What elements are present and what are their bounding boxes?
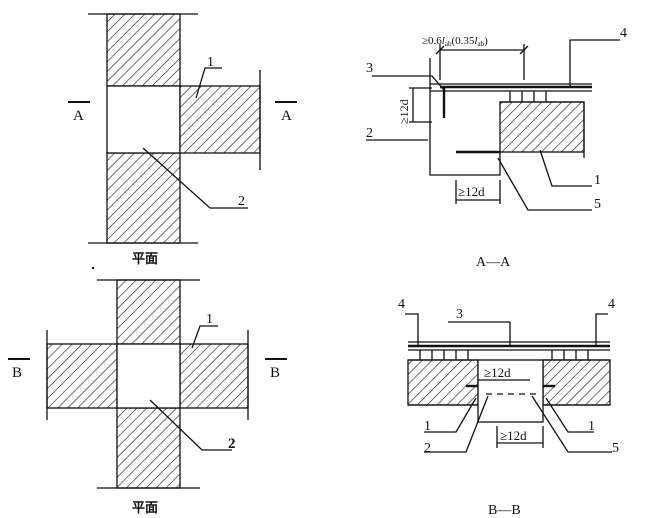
leader-bb-2 xyxy=(424,395,489,453)
leader-b-2 xyxy=(149,399,232,451)
dim-top-aa: ≥0.6lab(0.35lab) xyxy=(422,35,488,48)
column-gap xyxy=(477,359,544,423)
caption-plan-top: 平面 xyxy=(132,252,158,267)
callout-2-top-plan: 2 xyxy=(238,194,245,209)
leader-bb-4-left xyxy=(405,313,419,346)
callout-5-bb: 5 xyxy=(612,441,619,456)
column-outline xyxy=(429,84,501,176)
dim-bottom-aa: ≥12d xyxy=(458,184,485,199)
section-label-a-left: A xyxy=(73,108,84,124)
wall-upper-hatch xyxy=(106,13,181,87)
leader-bb-4-right xyxy=(595,313,608,346)
wall-right-section-hatch xyxy=(542,359,611,406)
callout-3-aa: 3 xyxy=(366,61,373,76)
callout-2-aa: 2 xyxy=(366,126,373,141)
callout-5-aa: 5 xyxy=(594,197,601,212)
caption-section-aa: A—A xyxy=(476,255,511,270)
caption-section-bb: B—B xyxy=(488,503,521,518)
stray-dot xyxy=(91,266,95,270)
leader-bb-1-right xyxy=(545,397,594,433)
section-bb xyxy=(405,313,612,453)
leader-aa-1 xyxy=(539,149,592,187)
plan-bottom xyxy=(8,279,287,489)
callout-1-bottom-plan: 1 xyxy=(206,312,213,327)
wall-lower-hatch xyxy=(106,152,181,244)
section-label-a-right: A xyxy=(281,108,292,124)
leader-2 xyxy=(142,147,248,209)
caption-plan-bottom: 平面 xyxy=(132,501,158,516)
wall-upper-hatch-b xyxy=(116,279,181,345)
leader-1 xyxy=(195,67,222,99)
wall-right-hatch-b xyxy=(179,343,249,409)
callout-1-aa: 1 xyxy=(594,173,601,188)
callout-2-bottom-plan: 2 xyxy=(228,436,236,452)
callout-4-aa: 4 xyxy=(620,26,627,41)
leader-bb-5 xyxy=(531,395,612,453)
leader-aa-5 xyxy=(497,157,592,211)
leader-aa-4 xyxy=(569,39,620,88)
leader-aa-3 xyxy=(372,75,445,91)
callout-2-bb: 2 xyxy=(424,441,431,456)
section-aa xyxy=(366,39,620,211)
wall-left-hatch-b xyxy=(46,343,118,409)
leader-b-1 xyxy=(191,325,218,349)
wall-lower-hatch-b xyxy=(116,407,181,489)
wall-section-hatch xyxy=(499,101,585,153)
dim-left-aa: ≥12d xyxy=(397,99,411,124)
callout-4-bb-left: 4 xyxy=(398,297,405,312)
dim-top-bb: ≥12d xyxy=(484,365,511,380)
leader-bb-1-left xyxy=(424,397,477,433)
leader-bb-3 xyxy=(448,321,511,346)
callout-1-bb-right: 1 xyxy=(588,419,595,434)
callout-1-top-plan: 1 xyxy=(207,55,214,70)
section-label-b-left: B xyxy=(12,365,22,381)
callout-3-bb: 3 xyxy=(456,307,463,322)
constructional-column xyxy=(106,85,181,154)
plan-top xyxy=(68,13,297,244)
wall-side-hatch xyxy=(179,85,261,154)
callout-4-bb-right: 4 xyxy=(608,297,615,312)
constructional-column-b xyxy=(116,343,181,409)
callout-1-bb-left: 1 xyxy=(424,419,431,434)
dim-bottom-bb: ≥12d xyxy=(500,428,527,443)
section-label-b-right: B xyxy=(270,365,280,381)
wall-left-section-hatch xyxy=(407,359,479,406)
